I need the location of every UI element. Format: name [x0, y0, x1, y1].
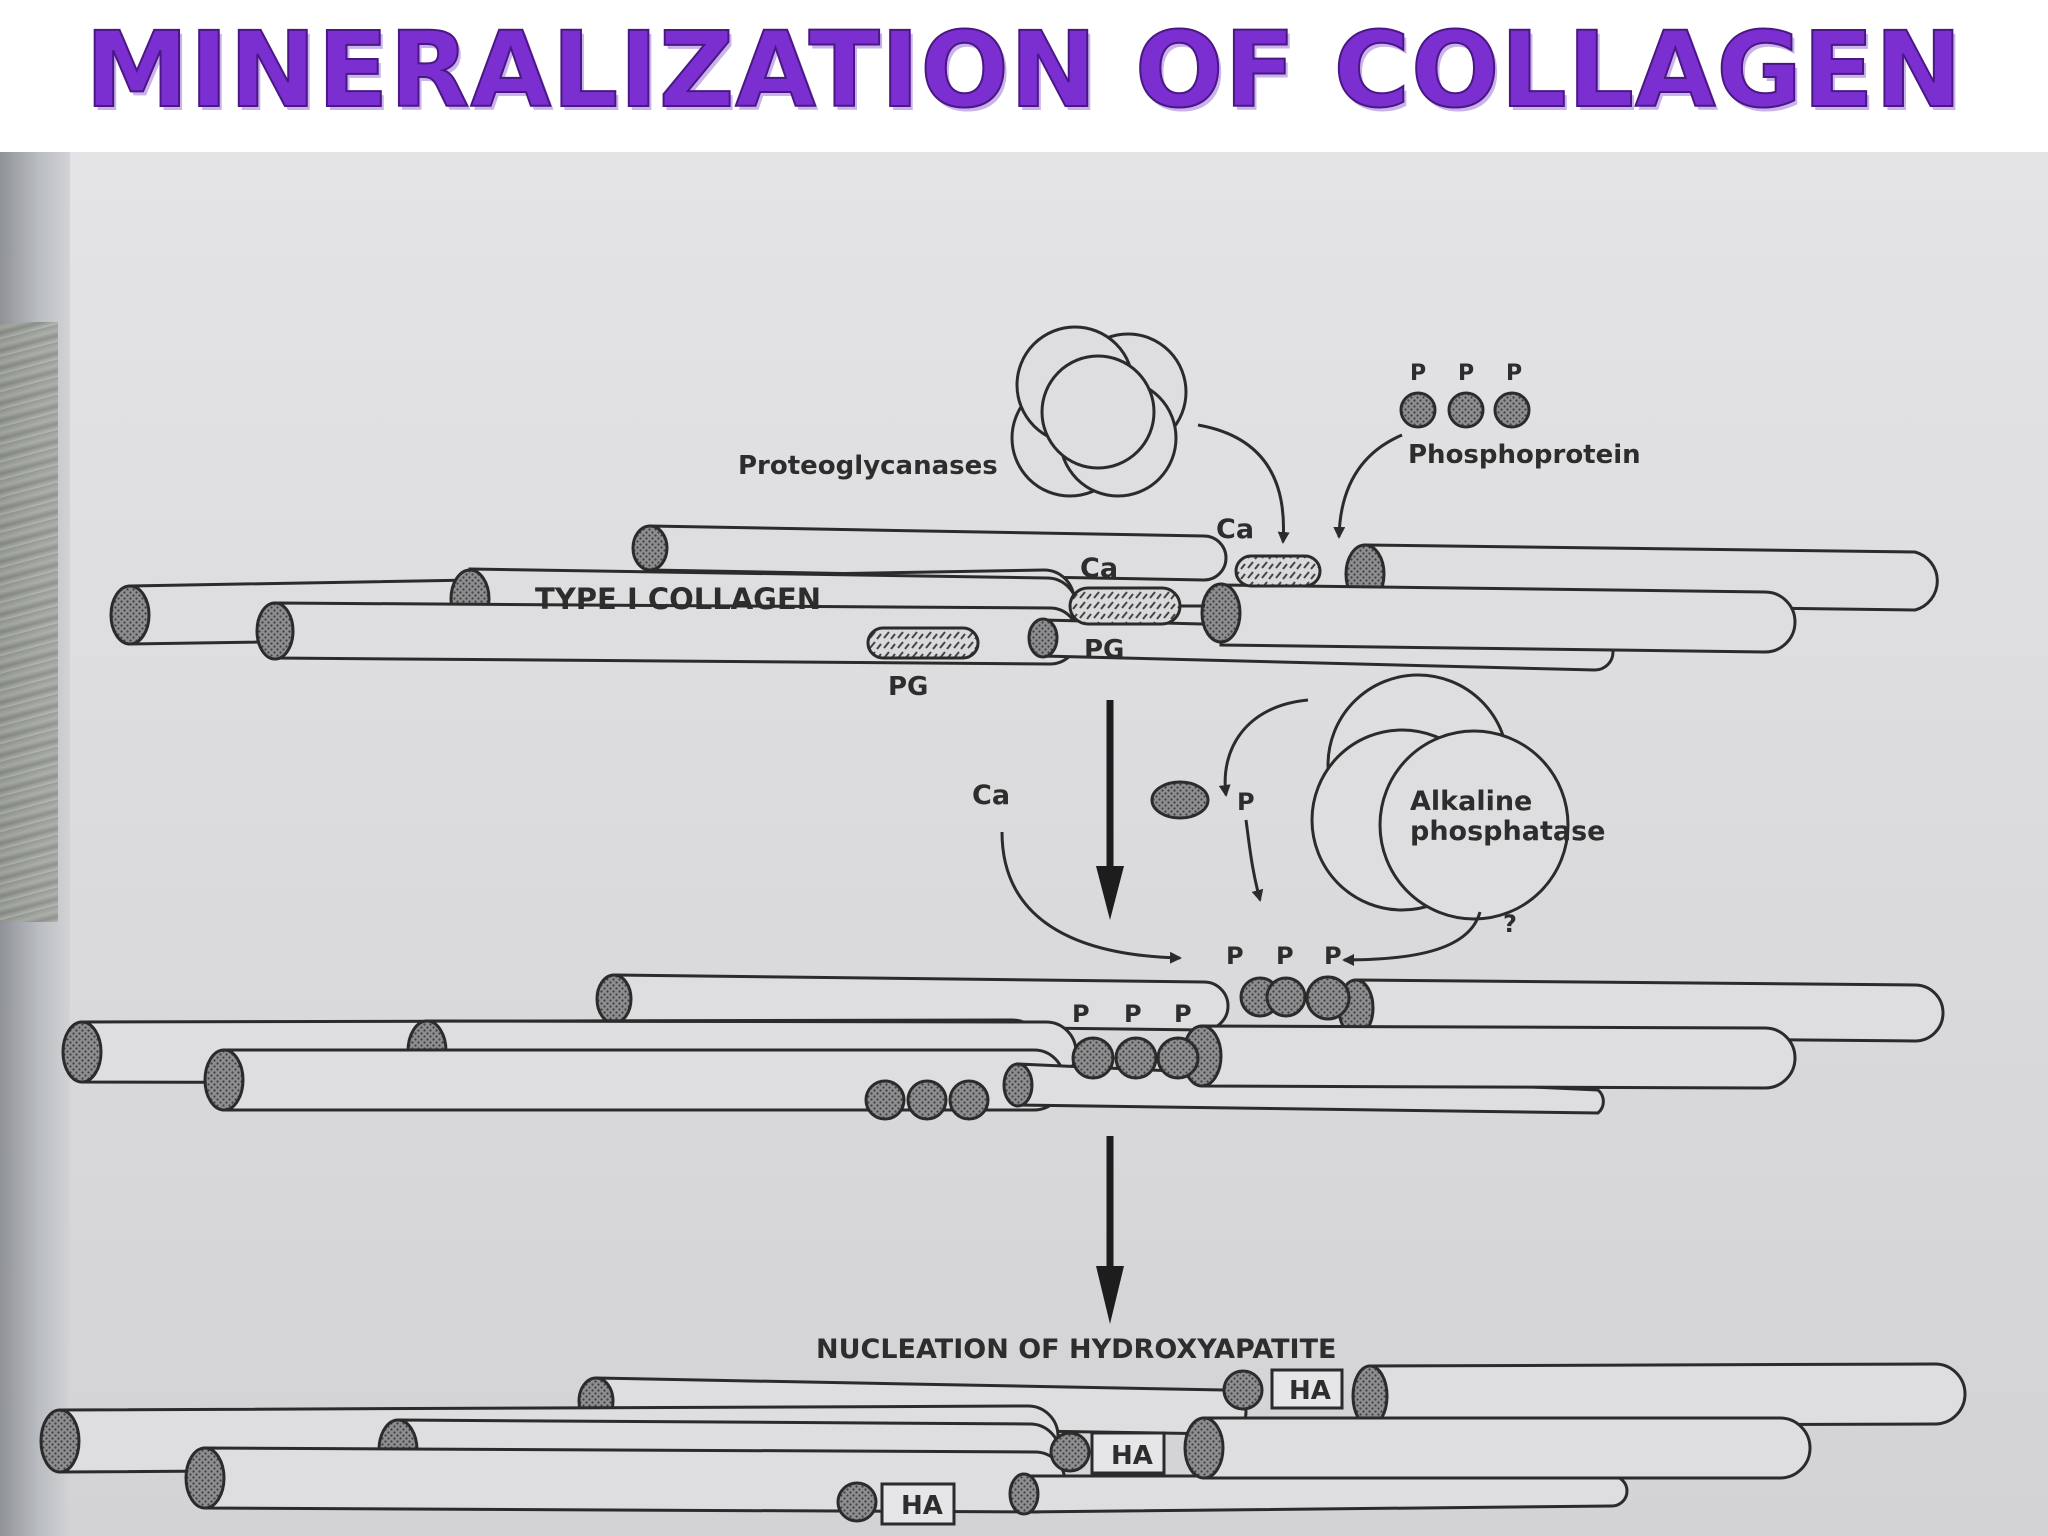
section-3-fibers: HA HA HA	[39, 1362, 1967, 1526]
ha-crystal	[880, 1482, 956, 1526]
phosphate-cluster	[864, 1079, 990, 1121]
fiber	[1181, 1024, 1797, 1090]
p-label: P	[1174, 1000, 1192, 1028]
alkaline-phosphatase-label: phosphatase	[1410, 816, 1605, 847]
p-label: P	[1276, 942, 1294, 970]
phosphate-cluster	[1071, 1036, 1200, 1080]
alkaline-phosphatase-enzyme	[1310, 673, 1570, 921]
ha-crystal	[1090, 1431, 1166, 1475]
fiber	[1183, 1416, 1812, 1480]
page-strip-image	[0, 322, 58, 922]
section-2-fibers	[61, 973, 1945, 1121]
phosphate-sphere	[1222, 1369, 1264, 1411]
arrow-proteoglycanase	[1197, 423, 1290, 544]
ca-label: Ca	[972, 780, 1010, 811]
question-mark: ?	[1503, 910, 1517, 938]
p-label: P	[1124, 1000, 1142, 1028]
p-label: P	[1410, 361, 1426, 386]
arrow-alkaline	[1342, 911, 1482, 966]
arrow-p-down	[1244, 819, 1264, 902]
fiber	[1200, 582, 1797, 654]
ha-crystal	[1270, 1368, 1344, 1410]
arrow-to-p	[1218, 698, 1309, 797]
proteoglycanases-label: Proteoglycanases	[738, 451, 998, 481]
ca-label: Ca	[1080, 553, 1118, 584]
proteoglycanases-enzyme	[1010, 325, 1188, 498]
fiber	[1002, 1062, 1605, 1115]
proteoglycan-hatched	[1068, 586, 1182, 626]
proteoglycan-hatched	[866, 626, 980, 660]
nucleation-label: NUCLEATION OF HYDROXYAPATITE	[816, 1334, 1336, 1365]
fiber	[595, 973, 1230, 1032]
slide-title: MINERALIZATION OF COLLAGEN	[84, 9, 1963, 131]
phosphoprotein-label: Phosphoprotein	[1408, 440, 1641, 470]
proteoglycan-hatched	[1234, 554, 1322, 588]
phosphate-sphere	[1049, 1431, 1091, 1473]
p-label: P	[1072, 1000, 1090, 1028]
ha-label: HA	[901, 1491, 943, 1521]
ca-label: Ca	[1216, 514, 1254, 545]
down-arrow	[1096, 700, 1124, 920]
phosphate-sphere	[836, 1481, 878, 1523]
phosphate-group-molecule	[1150, 780, 1210, 820]
alkaline-phosphatase-label: Alkaline	[1410, 786, 1532, 817]
p-label: P	[1237, 788, 1255, 816]
arrow-phosphoprotein	[1333, 433, 1403, 539]
fiber	[631, 524, 1228, 582]
fiber	[203, 1048, 1066, 1112]
pg-label: PG	[888, 672, 928, 702]
pg-label: PG	[1084, 635, 1124, 665]
phosphate-cluster	[1239, 975, 1351, 1021]
ha-label: HA	[1289, 1376, 1331, 1406]
phosphoprotein-molecule	[1399, 391, 1531, 429]
fiber	[1008, 1472, 1629, 1516]
type-i-collagen-label: TYPE I COLLAGEN	[535, 582, 821, 616]
down-arrow	[1096, 1136, 1124, 1324]
p-label: P	[1324, 942, 1342, 970]
p-label: P	[1226, 942, 1244, 970]
fiber	[1351, 1362, 1967, 1428]
p-label: P	[1458, 361, 1474, 386]
ha-label: HA	[1111, 1441, 1153, 1471]
arrow-ca	[1000, 831, 1182, 964]
section-1-fibers	[109, 524, 1939, 672]
p-label: P	[1506, 361, 1522, 386]
